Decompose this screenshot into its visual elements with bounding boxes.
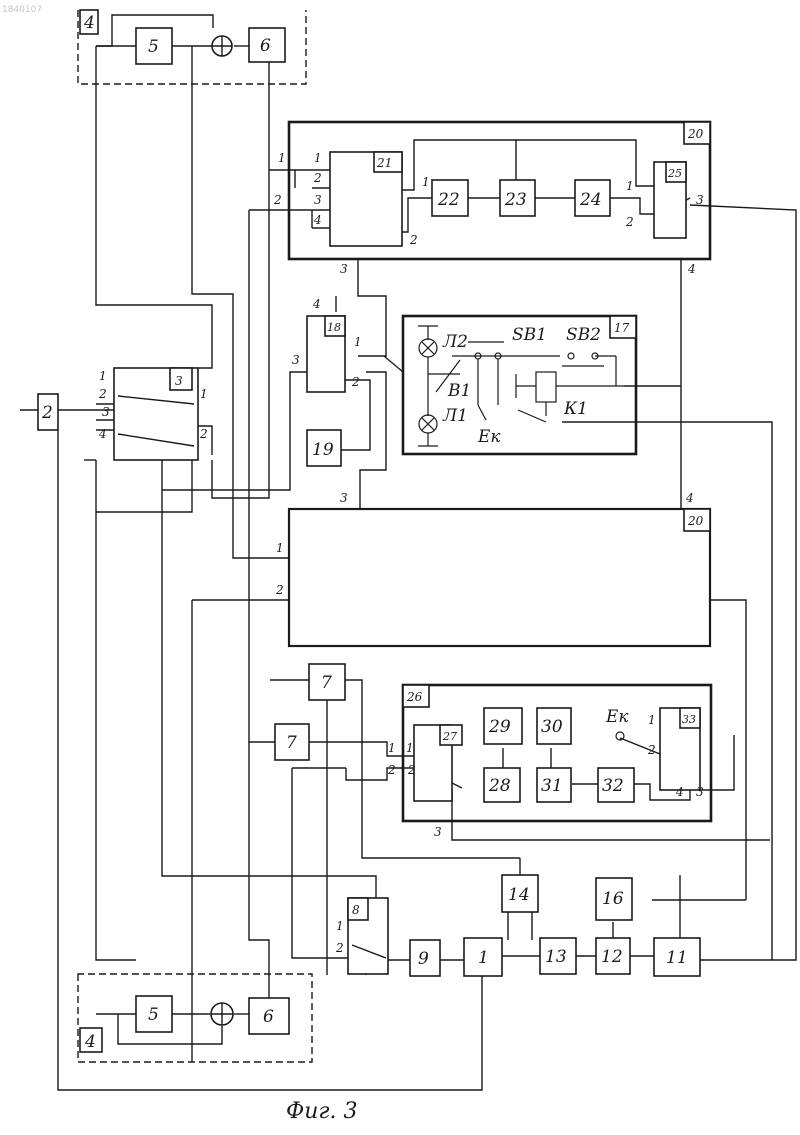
svg-text:3: 3 [314, 193, 322, 207]
svg-text:4: 4 [675, 785, 684, 799]
svg-text:4: 4 [313, 213, 322, 227]
svg-text:1: 1 [276, 541, 284, 555]
block-13-label: 13 [545, 947, 567, 967]
svg-text:4: 4 [685, 491, 694, 505]
block-8-label: 8 [352, 903, 360, 917]
block-21-label: 21 [376, 156, 392, 170]
block-18-label: 18 [327, 321, 341, 334]
block-6-bottom-label: 6 [263, 1007, 274, 1027]
block-12-label: 12 [601, 947, 623, 967]
block-32-label: 32 [602, 776, 624, 796]
block-23-label: 23 [504, 190, 527, 210]
svg-text:2: 2 [625, 215, 634, 229]
block-19-label: 19 [312, 440, 334, 460]
block-7-lower-label: 7 [286, 733, 297, 753]
svg-text:2: 2 [387, 763, 396, 777]
block-7-upper-label: 7 [321, 673, 332, 693]
block-26-label: 26 [406, 690, 423, 704]
block-2-label: 2 [41, 403, 53, 423]
svg-text:2: 2 [98, 387, 107, 401]
svg-text:1: 1 [648, 713, 656, 727]
svg-text:1: 1 [200, 387, 208, 401]
svg-text:4: 4 [98, 427, 107, 441]
block-22-label: 22 [437, 190, 460, 210]
svg-text:3: 3 [696, 785, 704, 799]
block-33-label: 33 [682, 713, 696, 726]
svg-text:1: 1 [278, 151, 286, 165]
block-5-bottom-label: 5 [148, 1005, 159, 1025]
relay-k1-label: К1 [563, 399, 588, 419]
block-16-label: 16 [602, 889, 624, 909]
supply-ek-26-label: Ек [605, 707, 629, 727]
svg-text:2: 2 [313, 171, 322, 185]
block-28-label: 28 [488, 776, 511, 796]
svg-text:3: 3 [340, 262, 348, 276]
button-sb2-label: SB2 [566, 325, 601, 345]
block-20-mid-frame [289, 509, 710, 646]
svg-text:2: 2 [275, 583, 284, 597]
svg-text:2: 2 [273, 193, 282, 207]
svg-text:1: 1 [422, 175, 430, 189]
switch-b1-label: В1 [447, 381, 471, 401]
svg-text:1: 1 [99, 369, 107, 383]
block-30-label: 30 [541, 717, 563, 737]
svg-text:1: 1 [354, 335, 362, 349]
block-20-top-label: 20 [687, 127, 704, 141]
svg-text:3: 3 [102, 405, 110, 419]
block-31-label: 31 [541, 776, 563, 796]
block-14-label: 14 [508, 885, 530, 905]
block-11-label: 11 [666, 948, 688, 968]
svg-text:1: 1 [626, 179, 634, 193]
supply-terminal-26 [616, 732, 624, 740]
svg-text:4: 4 [687, 262, 696, 276]
block-24-label: 24 [579, 190, 602, 210]
svg-text:4: 4 [312, 297, 321, 311]
lamp-2-label: Л2 [442, 332, 468, 352]
block-25-label: 25 [667, 167, 682, 180]
block-4-bottom-label: 4 [84, 1032, 96, 1052]
svg-text:3: 3 [434, 825, 442, 839]
svg-text:2: 2 [199, 427, 208, 441]
svg-text:1: 1 [336, 919, 344, 933]
svg-text:2: 2 [335, 941, 344, 955]
svg-text:2: 2 [409, 233, 418, 247]
block-9-label: 9 [418, 949, 429, 969]
block-3-label: 3 [175, 374, 183, 388]
svg-text:1: 1 [314, 151, 322, 165]
svg-text:2: 2 [647, 743, 656, 757]
corner-id: 1840107 [2, 5, 42, 15]
svg-text:3: 3 [696, 193, 704, 207]
svg-text:2: 2 [351, 375, 360, 389]
block-20-mid-label: 20 [687, 514, 704, 528]
block-27-label: 27 [442, 730, 457, 743]
figure-caption: Фиг. 3 [286, 1099, 358, 1124]
svg-text:3: 3 [292, 353, 300, 367]
lamp-1-label: Л1 [442, 406, 468, 426]
block-6-top-label: 6 [260, 36, 271, 56]
block-4-top-label: 4 [83, 13, 95, 33]
svg-text:1: 1 [406, 741, 414, 755]
block-1-label: 1 [478, 948, 489, 968]
svg-text:3: 3 [340, 491, 348, 505]
button-sb1-label: SB1 [512, 325, 547, 345]
block-5-top-label: 5 [148, 37, 159, 57]
supply-ek-label: Ек [477, 427, 501, 447]
svg-text:2: 2 [407, 763, 416, 777]
block-17-label: 17 [614, 321, 630, 335]
svg-text:1: 1 [388, 741, 396, 755]
block-29-label: 29 [488, 717, 511, 737]
